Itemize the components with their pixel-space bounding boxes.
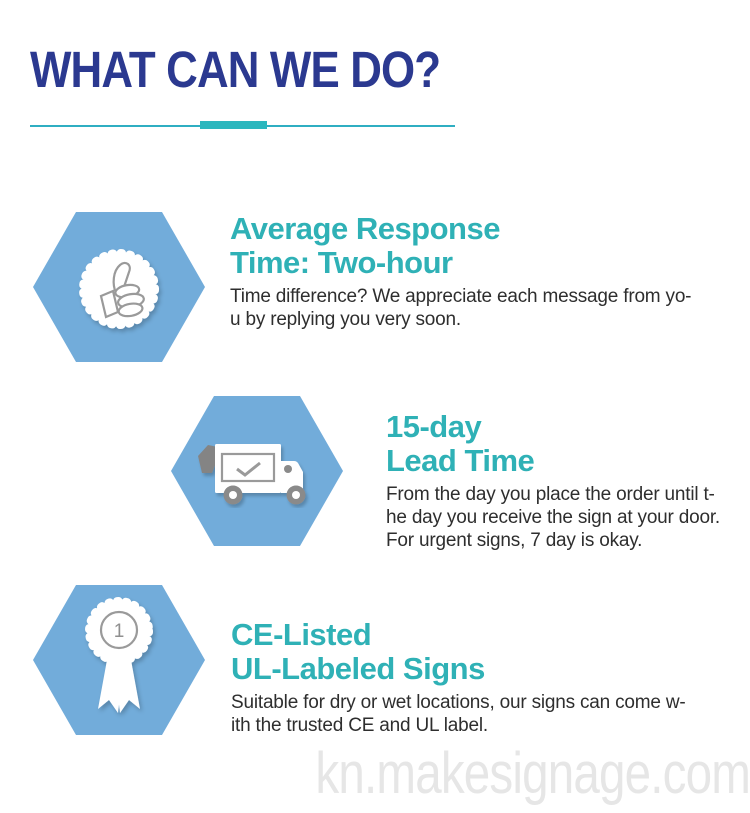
body-line: he day you receive the sign at your door… — [386, 507, 721, 528]
truck-exhaust — [198, 445, 218, 473]
section-heading-line: 15-day — [386, 409, 482, 444]
section-lead-time: 15-day Lead Time From the day you place … — [386, 410, 720, 552]
body-line: u by replying you very soon. — [230, 309, 461, 330]
truck-wheels — [223, 485, 306, 505]
medal-inner-circle — [99, 610, 139, 650]
body-line: ith the trusted CE and UL label. — [231, 715, 488, 736]
medal-number: 1 — [114, 621, 125, 642]
watermark-text: kn.makesignage.com — [315, 741, 750, 806]
body-line: Time difference? We appreciate each mess… — [230, 286, 692, 307]
section-heading-line: UL-Labeled Signs — [231, 651, 485, 686]
body-line: From the day you place the order until t… — [386, 484, 715, 505]
thumbs-up-badge-icon — [79, 249, 159, 329]
thumb — [112, 261, 131, 294]
body-line: Suitable for dry or wet locations, our s… — [231, 692, 686, 713]
section-body: From the day you place the order until t… — [386, 483, 720, 552]
hexagon-response-time — [33, 212, 205, 362]
title-divider-accent — [200, 121, 267, 129]
ribbon-tail-right — [113, 649, 140, 713]
section-heading-line: Lead Time — [386, 443, 535, 478]
delivery-truck-icon — [198, 444, 306, 505]
section-certifications: CE-Listed UL-Labeled Signs Suitable for … — [231, 618, 686, 737]
section-body: Time difference? We appreciate each mess… — [230, 285, 692, 331]
page-title: WHAT CAN WE DO? — [30, 41, 441, 98]
hexagon-certifications: 1 — [33, 585, 205, 735]
hexagon-lead-time — [171, 396, 343, 546]
section-heading-line: Average Response — [230, 211, 500, 246]
section-heading-line: Time: Two-hour — [230, 245, 453, 280]
section-response-time: Average Response Time: Two-hour Time dif… — [230, 211, 692, 331]
body-line: For urgent signs, 7 day is okay. — [386, 530, 643, 551]
checkmark-glyph — [236, 461, 261, 477]
award-ribbon-icon: 1 — [85, 597, 153, 713]
cab-window-dot — [284, 465, 292, 473]
truck-panel — [220, 452, 276, 483]
section-heading-line: CE-Listed — [231, 617, 372, 652]
section-body: Suitable for dry or wet locations, our s… — [231, 691, 686, 737]
finger-stack — [114, 283, 145, 318]
